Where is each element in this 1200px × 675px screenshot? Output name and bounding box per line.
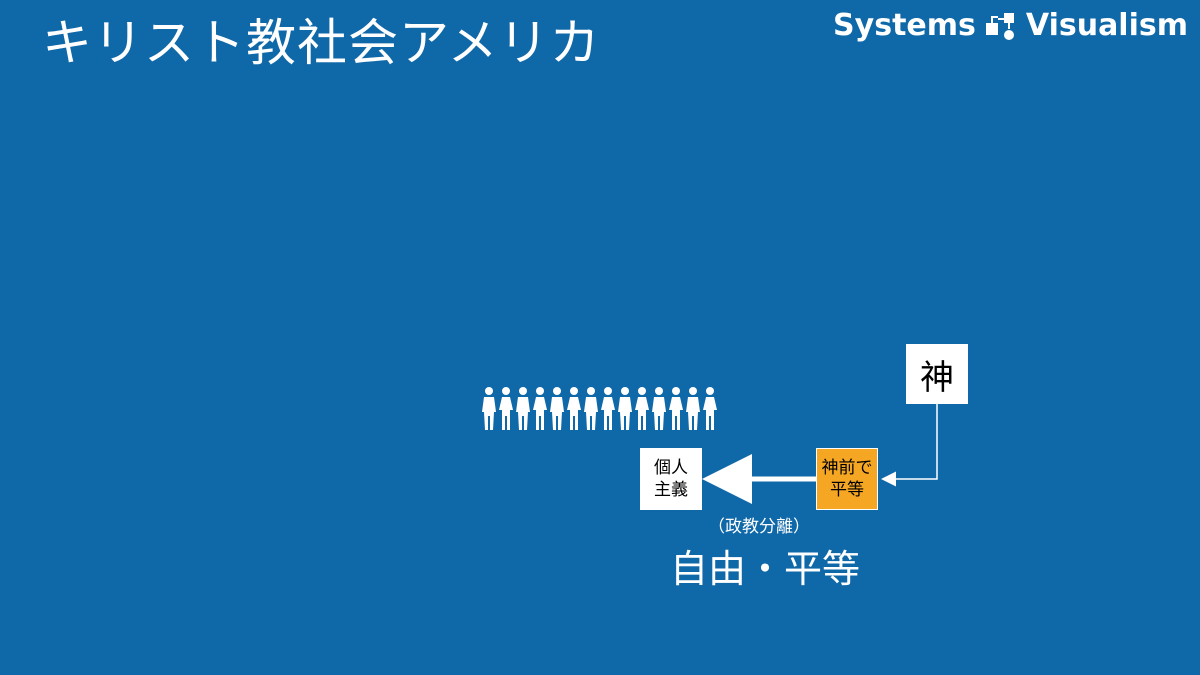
equality-line-2: 平等 — [830, 480, 864, 500]
individualism-line-1: 個人 — [654, 458, 688, 478]
person-icon — [601, 387, 615, 430]
person-icon — [584, 387, 598, 430]
separation-note: （政教分離） — [708, 517, 810, 537]
god-label: 神 — [920, 357, 954, 398]
individualism-line-2: 主義 — [654, 480, 688, 500]
person-icon — [669, 387, 683, 430]
people-group — [482, 387, 717, 430]
god-box: 神 — [906, 344, 968, 404]
person-icon — [482, 387, 496, 430]
brand-logo: Systems Visualism — [833, 8, 1188, 43]
page-title: キリスト教社会アメリカ — [42, 14, 601, 72]
brand-left-word: Systems — [833, 8, 976, 43]
person-icon — [703, 387, 717, 430]
person-icon — [533, 387, 547, 430]
outcome-label: 自由・平等 — [670, 547, 861, 591]
equality-line-1: 神前で — [821, 458, 873, 478]
equality-before-god-box: 神前で 平等 — [816, 448, 878, 510]
god-to-equality-connector — [881, 404, 938, 487]
person-icon — [618, 387, 632, 430]
person-icon — [686, 387, 700, 430]
brand-right-word: Visualism — [1025, 8, 1188, 43]
person-icon — [550, 387, 564, 430]
person-icon — [516, 387, 530, 430]
systems-flow-icon — [985, 12, 1014, 40]
person-icon — [652, 387, 666, 430]
person-icon — [635, 387, 649, 430]
person-icon — [499, 387, 513, 430]
person-icon — [567, 387, 581, 430]
individualism-box: 個人 主義 — [640, 448, 702, 510]
